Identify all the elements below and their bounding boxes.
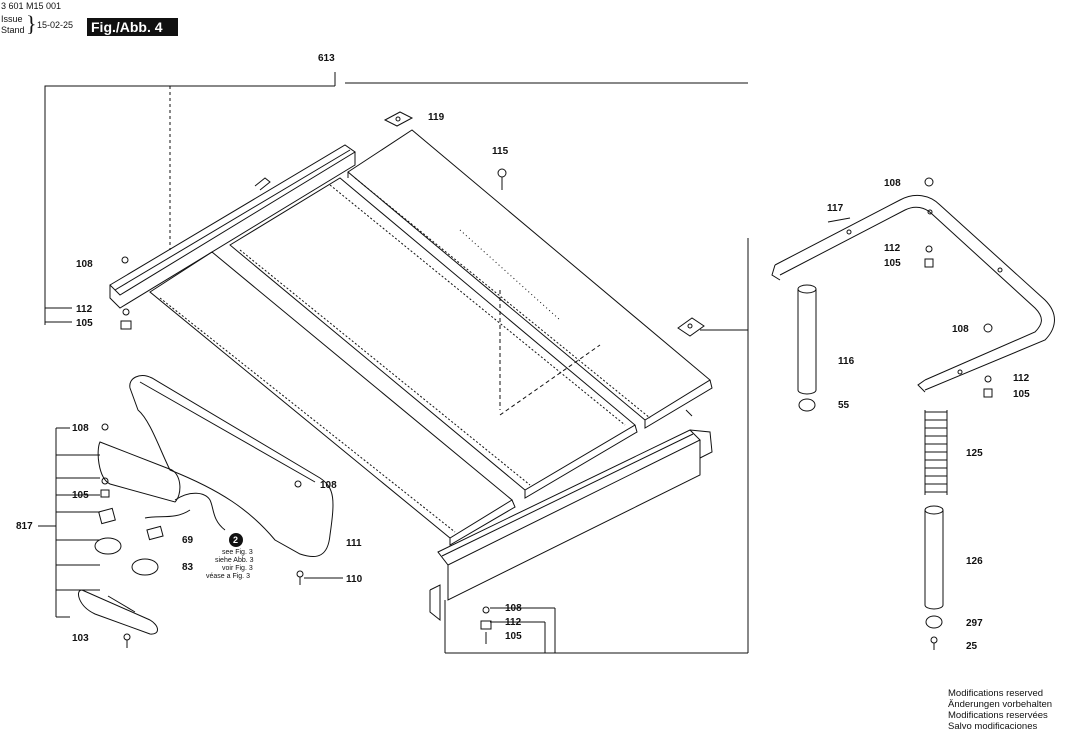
callout-2-number: 2 — [233, 535, 239, 545]
label-55: 55 — [838, 400, 850, 411]
label-108-switch: 108 — [72, 423, 89, 434]
issue-label: Issue — [1, 14, 23, 24]
label-108-guard: 108 — [320, 480, 337, 491]
panel-clip — [677, 317, 705, 337]
label-116: 116 — [838, 356, 855, 367]
switch-housing — [78, 423, 226, 648]
fastener-front — [480, 606, 556, 653]
figure-label: Fig./Abb. 4 — [87, 18, 178, 36]
label-817: 817 — [16, 521, 33, 532]
label-105-frame-top: 105 — [884, 258, 901, 269]
screw-110 — [296, 570, 343, 585]
label-105-switch: 105 — [72, 490, 89, 501]
modifications-notice: Modifications reserved Änderungen vorbeh… — [948, 688, 1052, 732]
label-125: 125 — [966, 448, 983, 459]
label-103: 103 — [72, 633, 89, 644]
issue-date: 15-02-25 — [37, 20, 74, 30]
label-112-frame-low: 112 — [1013, 373, 1030, 384]
fastener-left — [120, 308, 132, 330]
see-note-es: véase a Fig. 3 — [206, 573, 250, 580]
label-108-frame-top: 108 — [884, 178, 901, 189]
table-panel-middle — [229, 177, 638, 499]
see-note-en: see Fig. 3 — [222, 549, 253, 556]
leg-tube-116 — [797, 284, 817, 412]
front-rail — [429, 409, 713, 622]
label-105-frame-low: 105 — [1013, 389, 1030, 400]
label-108-front: 108 — [505, 603, 522, 614]
label-69: 69 — [182, 535, 194, 546]
see-note-de: siehe Abb. 3 — [215, 557, 254, 564]
label-111: 111 — [346, 538, 362, 549]
label-108-frame-mid: 108 — [952, 324, 969, 335]
label-110: 110 — [346, 574, 363, 585]
header-brace: } — [26, 11, 37, 36]
left-rail — [109, 144, 356, 309]
label-108-rail: 108 — [76, 259, 93, 270]
label-115: 115 — [492, 146, 509, 157]
leaders-right — [827, 217, 851, 223]
label-105-rail: 105 — [76, 318, 93, 329]
document-number: 3 601 M15 001 — [1, 1, 62, 11]
label-613: 613 — [318, 53, 335, 64]
label-112-frame-top: 112 — [884, 243, 901, 254]
table-panel-rear — [347, 129, 713, 429]
table-panel-front — [149, 251, 516, 546]
label-25: 25 — [966, 641, 978, 652]
side-guard-111 — [129, 375, 334, 558]
footer-line-en: Modifications reserved — [948, 688, 1044, 699]
leg-tube-126 — [924, 505, 944, 650]
label-297: 297 — [966, 618, 983, 629]
label-112-front: 112 — [505, 617, 522, 628]
label-112-rail: 112 — [76, 304, 93, 315]
label-105-front: 105 — [505, 631, 522, 642]
clip-119 — [383, 111, 414, 127]
bracket-613 — [44, 72, 749, 654]
label-117: 117 — [827, 203, 844, 214]
label-83: 83 — [182, 562, 194, 573]
footer-line-es: Salvo modificaciones — [948, 721, 1038, 732]
spring-125 — [924, 410, 948, 495]
frame-fasteners — [924, 177, 993, 398]
footer-line-de: Änderungen vorbehalten — [948, 699, 1053, 710]
leg-frame — [771, 194, 1055, 393]
label-119: 119 — [428, 112, 445, 123]
callout-2 — [229, 533, 243, 547]
stand-label: Stand — [1, 25, 25, 35]
bracket-817 — [38, 427, 100, 618]
footer-line-fr: Modifications reservées — [948, 710, 1048, 721]
label-126: 126 — [966, 556, 983, 567]
see-note-fr: voir Fig. 3 — [222, 565, 253, 572]
screw-115 — [497, 168, 507, 190]
